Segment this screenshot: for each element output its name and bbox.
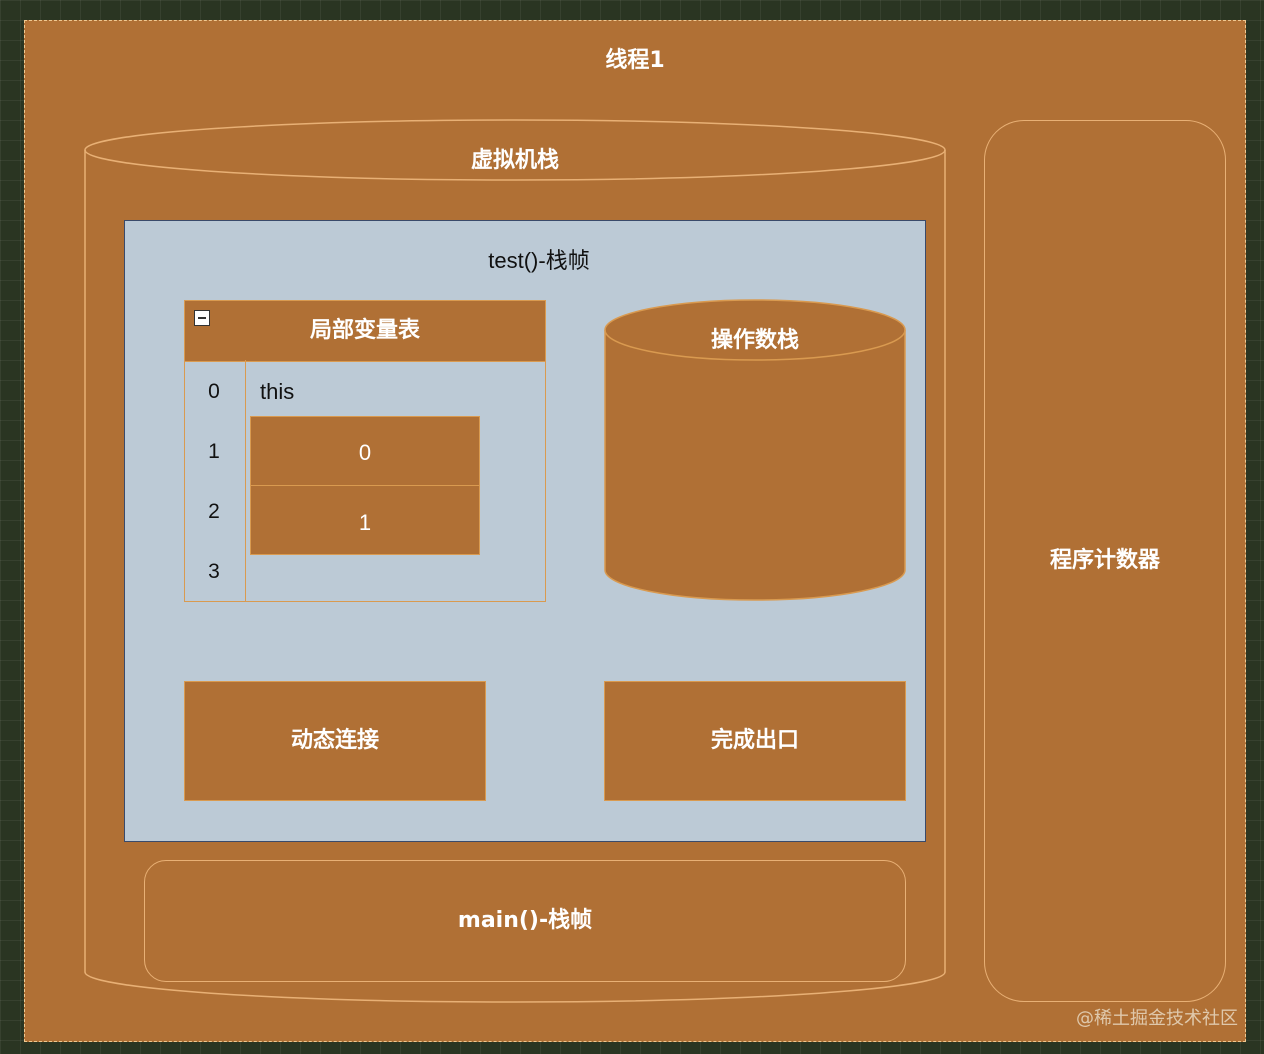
index-2: 2 [208,500,220,523]
operand-stack-title: 操作数栈 [710,328,799,353]
local-var-cell-1-value: 1 [358,510,372,535]
operand-stack-body [604,299,906,601]
dynamic-link-title: 动态连接 [290,728,379,753]
test-frame-title: test()-栈帧 [488,248,590,273]
index-column [184,360,246,602]
main-frame-title: main()-栈帧 [457,908,593,933]
local-var-cell-0 [250,416,480,486]
watermark: @稀土掘金技术社区 [1076,1008,1238,1029]
return-address-title: 完成出口 [710,728,799,753]
thread-title: 线程1 [605,48,665,73]
vm-stack-title: 虚拟机栈 [470,148,559,173]
program-counter-title: 程序计数器 [1049,548,1160,573]
local-variable-table-header [184,300,546,362]
return-address-box [604,681,906,801]
vm-stack-top [84,119,946,181]
local-variable-table-title: 局部变量表 [309,318,420,343]
index-1: 1 [208,440,220,463]
program-counter-box [984,120,1226,1002]
this-label: this [260,379,295,404]
collapse-icon[interactable] [194,310,210,326]
local-var-cell-0-value: 0 [358,440,372,465]
main-frame [144,860,906,982]
vm-stack-body [84,150,946,1003]
operand-stack-rim [604,329,906,361]
local-var-cell-1 [250,485,480,555]
dynamic-link-box [184,681,486,801]
index-3: 3 [208,560,220,583]
index-0: 0 [208,380,220,403]
